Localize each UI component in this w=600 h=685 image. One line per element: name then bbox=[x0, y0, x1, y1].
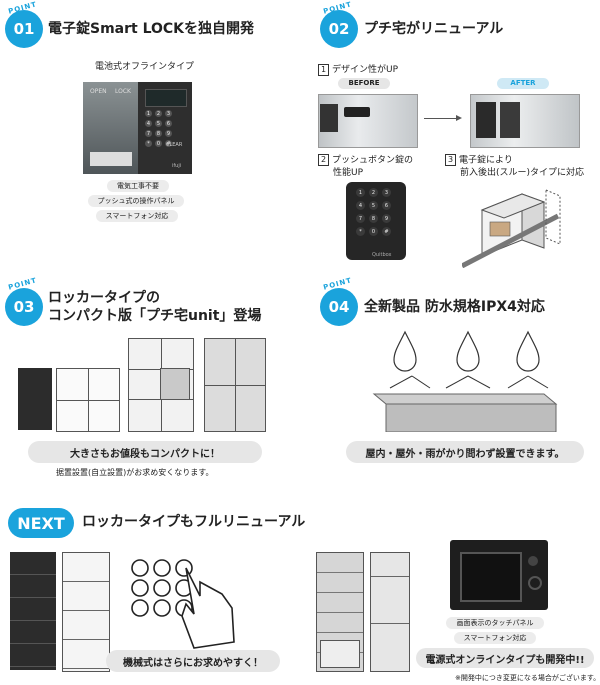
section-title-03-line1: ロッカータイプの bbox=[48, 290, 160, 306]
locker-white-2x2 bbox=[56, 368, 120, 432]
point-badge-03: 03 bbox=[5, 288, 43, 326]
keypad-key: 2 bbox=[369, 188, 378, 197]
dial-hand-illustration bbox=[131, 559, 235, 649]
pill-no-electrical: 電気工事不要 bbox=[107, 180, 169, 192]
keypad-clear: CLEAR bbox=[166, 142, 183, 148]
keypad-key: 4 bbox=[145, 120, 152, 127]
item-text: デザイン性がUP bbox=[332, 65, 399, 75]
before-lock bbox=[320, 104, 338, 132]
next-title: ロッカータイプもフルリニューアル bbox=[82, 514, 306, 530]
online-locker-door bbox=[320, 640, 360, 668]
keypad-key: 9 bbox=[382, 214, 391, 223]
section-title-02: プチ宅がリニューアル bbox=[364, 21, 504, 37]
touch-panel-sensor bbox=[528, 576, 542, 590]
touch-panel-screen bbox=[460, 552, 522, 602]
item-text-line1: 電子錠により bbox=[459, 155, 513, 166]
next-left-pill: 機械式はさらにお求めやすく！ bbox=[106, 650, 280, 672]
keypad-key: # bbox=[382, 227, 391, 236]
item-text-line2: 性能UP bbox=[333, 167, 364, 178]
keypad-key: 6 bbox=[382, 201, 391, 210]
touch-panel-camera bbox=[528, 556, 538, 566]
keypad-key: 7 bbox=[356, 214, 365, 223]
after-lock-dark bbox=[500, 102, 520, 138]
push-keypad-brand: Quitbox bbox=[372, 252, 392, 258]
pill-touch-panel: 画面表示のタッチパネル bbox=[446, 617, 544, 629]
p3-pill: 大きさもお値段もコンパクトに！ bbox=[28, 441, 262, 463]
arrow-right-icon bbox=[424, 118, 458, 119]
keypad-key: 5 bbox=[369, 201, 378, 210]
item-text-line1: プッシュボタン錠の bbox=[332, 155, 414, 166]
online-locker-white bbox=[370, 552, 410, 672]
keypad-key: 9 bbox=[165, 130, 172, 137]
item-text-line2: 前入後出(スルー)タイプに対応 bbox=[460, 167, 585, 178]
keypad-key: * bbox=[145, 140, 152, 147]
keypad-brand: ifuji bbox=[172, 163, 182, 169]
p4-pill: 屋内・屋外・雨がかり問わず設置できます。 bbox=[346, 441, 584, 463]
panel-display-strip bbox=[90, 152, 132, 166]
keypad-key: 1 bbox=[145, 110, 152, 117]
panel-open-label: OPEN bbox=[90, 88, 107, 95]
point-badge-04: 04 bbox=[320, 288, 358, 326]
keypad-key: * bbox=[356, 227, 365, 236]
point-badge-02: 02 bbox=[320, 10, 358, 48]
pill-push-panel: プッシュ式の操作パネル bbox=[88, 195, 184, 207]
keypad-key: 0 bbox=[155, 140, 162, 147]
pill-smartphone-2: スマートフォン対応 bbox=[454, 632, 536, 644]
keypad-key: 1 bbox=[356, 188, 365, 197]
pill-smartphone: スマートフォン対応 bbox=[96, 210, 178, 222]
keypad-key: 3 bbox=[165, 110, 172, 117]
waterproof-illustration bbox=[372, 330, 558, 432]
before-handle bbox=[344, 107, 370, 117]
keypad-key: 6 bbox=[165, 120, 172, 127]
locker-open-door bbox=[160, 368, 190, 400]
keypad-key: 8 bbox=[155, 130, 162, 137]
p3-note: 据置設置(自立設置)がお求め安くなります。 bbox=[56, 468, 214, 477]
item-number: 1 bbox=[318, 63, 329, 76]
after-lock-black bbox=[476, 102, 496, 138]
keypad-key: # bbox=[165, 140, 172, 147]
keypad-key: 0 bbox=[369, 227, 378, 236]
next-badge: NEXT bbox=[8, 508, 74, 538]
keypad-key: 3 bbox=[382, 188, 391, 197]
mech-locker-white bbox=[62, 552, 110, 672]
locker-black bbox=[18, 368, 52, 430]
keypad-key: 8 bbox=[369, 214, 378, 223]
keypad-screen bbox=[145, 89, 187, 107]
keypad-key: 5 bbox=[155, 120, 162, 127]
item-number: 2 bbox=[318, 154, 329, 166]
section-title-01: 電子錠Smart LOCKを独自開発 bbox=[48, 21, 255, 37]
after-badge: AFTER bbox=[497, 78, 549, 89]
footnote: ※開発中につき変更になる場合がございます。 bbox=[455, 674, 600, 682]
keypad-key: 4 bbox=[356, 201, 365, 210]
panel-lock-label: LOCK bbox=[115, 88, 131, 95]
through-type-illustration bbox=[462, 189, 561, 268]
keypad-key: 7 bbox=[145, 130, 152, 137]
point-badge-01: 01 bbox=[5, 10, 43, 48]
next-right-pill: 電源式オンラインタイプも開発中!! bbox=[416, 648, 594, 668]
arrow-head bbox=[456, 115, 462, 121]
item-number: 3 bbox=[445, 154, 456, 166]
mech-locker-black bbox=[10, 552, 56, 670]
section-title-03-line2: コンパクト版「プチ宅unit」登場 bbox=[48, 308, 262, 324]
before-badge: BEFORE bbox=[338, 78, 390, 89]
lock-subtitle: 電池式オフラインタイプ bbox=[95, 62, 195, 72]
locker-gray bbox=[204, 338, 266, 432]
keypad-key: 2 bbox=[155, 110, 162, 117]
section-title-04: 全新製品 防水規格IPX4対応 bbox=[364, 299, 545, 315]
